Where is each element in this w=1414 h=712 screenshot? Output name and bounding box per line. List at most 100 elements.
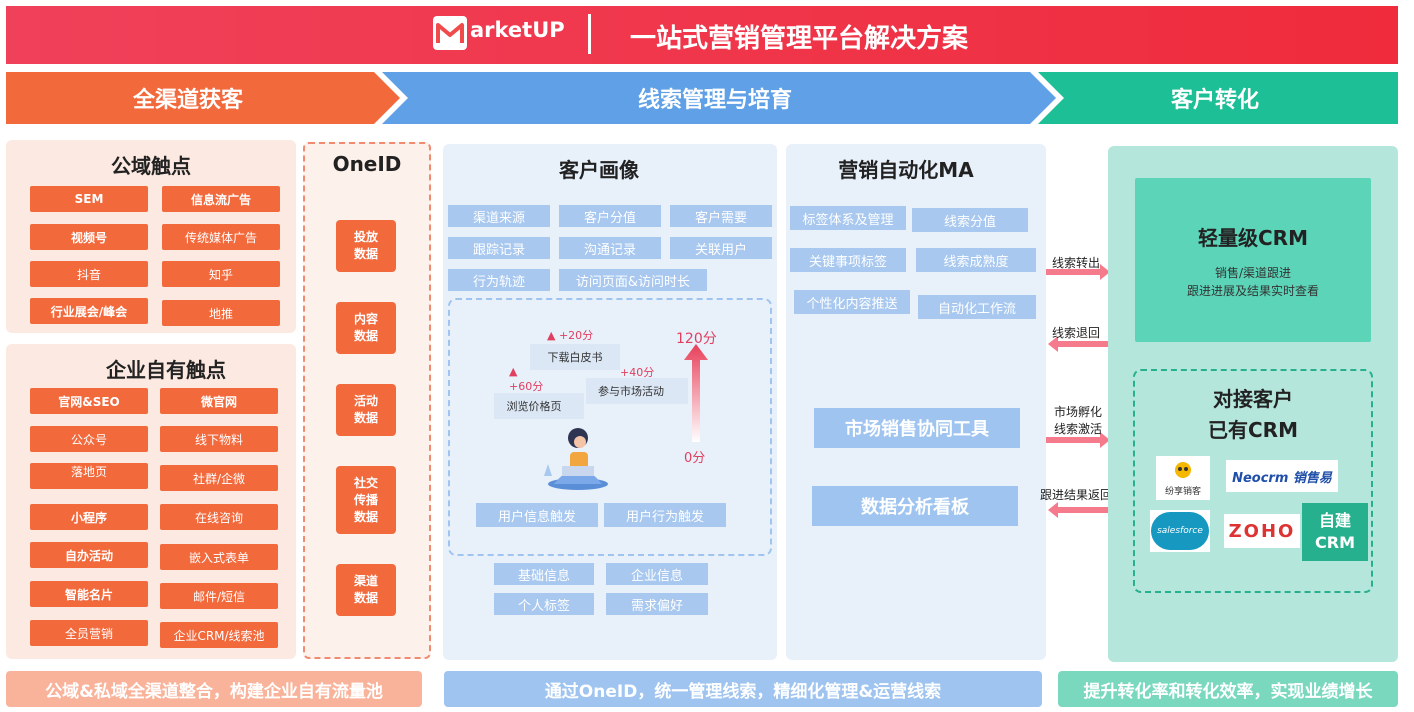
light-crm-title: 轻量级CRM [1198,226,1308,250]
step-label: 参与市场活动 [598,385,664,398]
logo-text: arketUP [470,18,565,42]
score-label: +20分 [558,329,594,342]
info-company: 企业信息 [606,563,708,585]
fxiaoke-label: 纷享销客 [1164,487,1201,497]
score-20: ▲ +20分 [547,327,593,343]
title-bar [6,6,1398,64]
step-label: 下载白皮书 [547,351,603,364]
stage-convert: 客户转化 [1170,88,1259,113]
step-whitepaper: 下载白皮书 [530,344,620,370]
touchpoint-events: 自办活动 [30,542,148,568]
trigger-user-info: 用户信息触发 [476,503,598,527]
ma-analytics-dashboard: 数据分析看板 [812,486,1018,526]
tag-communication: 沟通记录 [559,237,661,259]
up-arrow-icon: ▲ [509,365,518,378]
touchpoint-feed-ads: 信息流广告 [162,186,280,212]
touchpoint-landing-page: 落地页 [30,463,148,489]
public-title: 公域触点 [111,154,191,178]
stage-acquire: 全渠道获客 [132,88,243,113]
touchpoint-micro-site: 微官网 [160,388,278,414]
step-label: 浏览价格页 [506,400,562,413]
stage-nurture: 线索管理与培育 [637,88,792,113]
summary-acquire: 公域&私域全渠道整合，构建企业自有流量池 [6,671,422,707]
touchpoint-douyin: 抖音 [30,261,148,287]
arrow-label-incubate: 市场孵化 线索激活 [1054,405,1103,436]
arrow-right-icon [1046,432,1110,448]
marketup-logo-icon [433,16,467,50]
light-crm-box [1135,178,1371,342]
stage-arrows [6,72,1398,124]
score-40: +40分 [620,366,655,379]
touchpoint-website-seo: 官网&SEO [30,388,148,414]
info-basic: 基础信息 [494,563,594,585]
arrow-left-icon [1048,502,1112,518]
touchpoint-sem: SEM [30,186,148,212]
tag-page-visits: 访问页面&访问时长 [559,269,707,291]
ma-personalized-content: 个性化内容推送 [794,290,910,314]
arrow-label-return: 线索退回 [1052,326,1101,340]
tag-customer-needs: 客户需要 [670,205,772,227]
summary-nurture: 通过OneID，统一管理线索，精细化管理&运营线索 [444,671,1042,707]
tag-customer-score: 客户分值 [559,205,661,227]
private-title: 企业自有触点 [106,358,226,382]
ma-tag-system: 标签体系及管理 [790,206,906,230]
score-arrow-icon [684,344,708,442]
tag-related-users: 关联用户 [670,237,772,259]
tag-behavior-path: 行为轨迹 [448,269,550,291]
oneid-event-data: 活动 数据 [336,384,396,436]
connect-crm-frame [1133,369,1373,593]
ma-collab-tool: 市场销售协同工具 [814,408,1020,448]
info-personal-tags: 个人标签 [494,593,594,615]
touchpoint-ground: 地推 [162,300,280,326]
trigger-user-behavior: 用户行为触发 [604,503,726,527]
zoho-logo-icon: ZOHO [1224,514,1300,548]
light-crm-desc: 销售/渠道跟进 跟进进展及结果实时查看 [1186,266,1319,298]
score-label: +60分 [509,380,544,393]
touchpoint-online-consult: 在线咨询 [160,504,278,530]
oneid-title: OneID [332,152,402,176]
summary-convert: 提升转化率和转化效率，实现业绩增长 [1058,671,1398,707]
title-divider [588,14,591,54]
touchpoint-official-account: 公众号 [30,426,148,452]
self-built-crm: 自建 CRM [1302,503,1368,561]
step-price-page: 浏览价格页 [494,393,584,419]
touchpoint-embedded-form: 嵌入式表单 [160,544,278,570]
fxiaoke-logo-icon: 纷享销客 [1156,456,1210,500]
touchpoint-traditional-media: 传统媒体广告 [162,224,280,250]
page-title: 一站式营销管理平台解决方案 [630,24,969,54]
oneid-ad-data: 投放 数据 [336,220,396,272]
touchpoint-smart-card: 智能名片 [30,581,148,607]
ma-lead-maturity: 线索成熟度 [916,248,1036,272]
salesforce-logo-icon: salesforce [1150,510,1210,552]
oneid-content-data: 内容 数据 [336,302,396,354]
ma-title: 营销自动化MA [838,158,974,182]
score-min: 0分 [684,451,706,466]
profile-title: 客户画像 [559,158,639,182]
oneid-channel-data: 渠道 数据 [336,564,396,616]
oneid-social-data: 社交 传播 数据 [336,466,396,534]
touchpoint-zhihu: 知乎 [162,261,280,287]
score-max: 120分 [676,331,717,347]
touchpoint-offline-material: 线下物料 [160,426,278,452]
tag-channel-source: 渠道来源 [448,205,550,227]
tag-tracking-records: 跟踪记录 [448,237,550,259]
person-laptop-icon [544,428,608,490]
touchpoint-email-sms: 邮件/短信 [160,583,278,609]
salesforce-label: salesforce [1151,512,1209,550]
arrow-label-feedback: 跟进结果返回 [1040,488,1113,502]
neocrm-logo-icon: Neocrm 销售易 [1226,460,1338,492]
ma-lead-score: 线索分值 [912,208,1028,232]
score-60: ▲ +60分 [509,365,543,394]
touchpoint-mini-program: 小程序 [30,504,148,530]
up-arrow-icon: ▲ [547,329,559,342]
touchpoint-expo: 行业展会/峰会 [30,298,148,324]
arrow-label-out: 线索转出 [1052,256,1101,270]
touchpoint-all-staff: 全员营销 [30,620,148,646]
touchpoint-enterprise-crm: 企业CRM/线索池 [160,622,278,648]
info-preferences: 需求偏好 [606,593,708,615]
ma-workflow: 自动化工作流 [918,295,1036,319]
connect-crm-title: 对接客户 已有CRM [1208,387,1298,442]
touchpoint-channels: 视频号 [30,224,148,250]
scoring-frame [448,298,772,556]
touchpoint-community: 社群/企微 [160,465,278,491]
